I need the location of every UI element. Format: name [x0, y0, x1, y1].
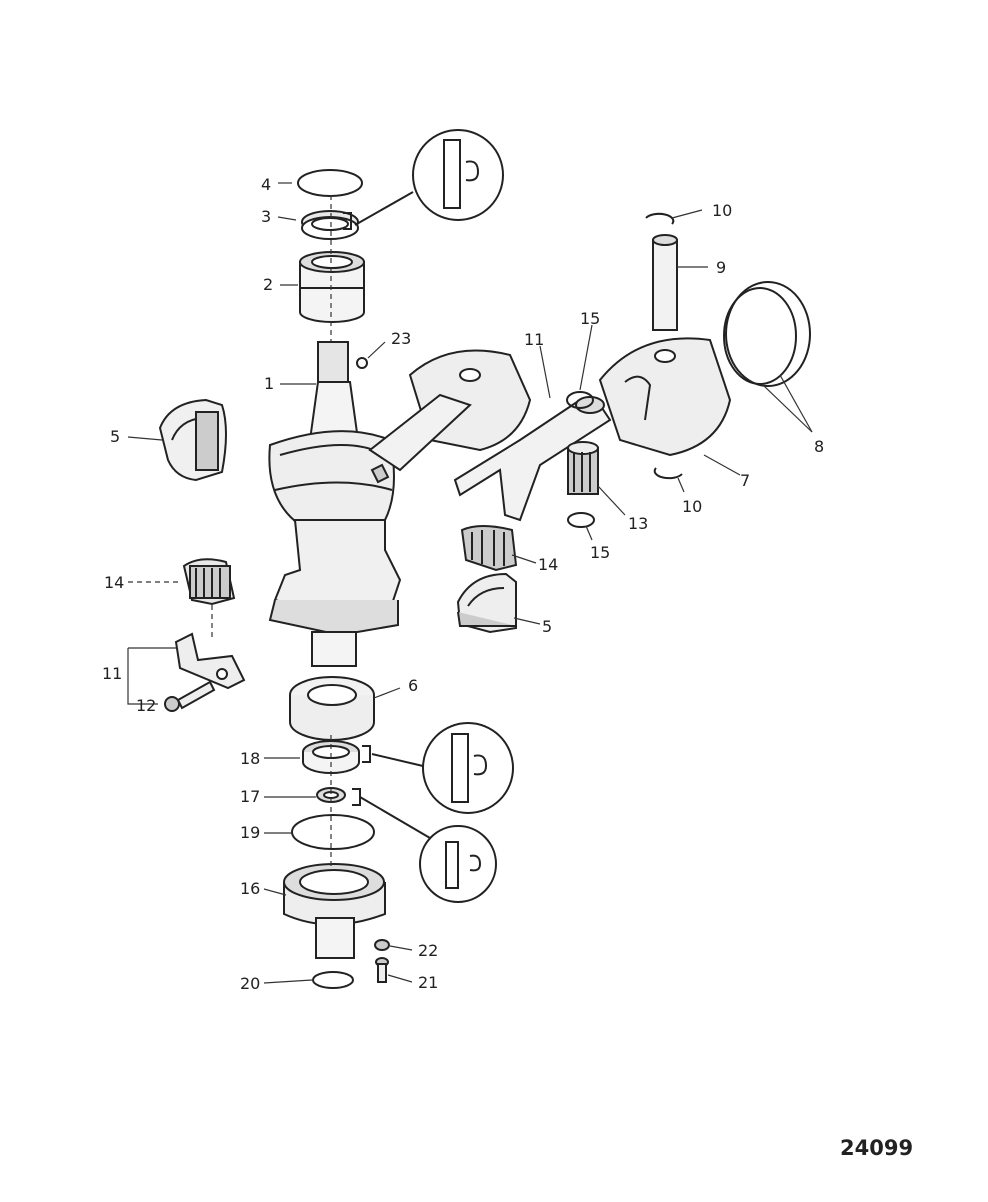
retainer-10-bottom: [653, 467, 683, 480]
washer-22: [374, 939, 390, 951]
thrust-washer-15-top: [566, 391, 594, 409]
callout-19: 19: [240, 823, 260, 842]
detail-circle-sealant-17: [352, 788, 497, 903]
callout-21: 21: [418, 973, 438, 992]
bearing-cage-5-right: [456, 572, 517, 634]
callout-1: 1: [264, 374, 274, 393]
callout-16: 16: [240, 879, 260, 898]
callout-8: 8: [814, 437, 824, 456]
figure-number: 24099: [840, 1136, 913, 1160]
oil-seal-17: [316, 787, 346, 803]
callout-11-left: 11: [102, 664, 122, 683]
o-ring-20: [312, 971, 354, 989]
callout-15-top: 15: [580, 309, 600, 328]
detail-circle-sealant-18: [362, 722, 514, 814]
piston-rings-8: [723, 281, 811, 387]
needle-bearing-14-left: [182, 558, 236, 606]
callout-10-top: 10: [712, 201, 732, 220]
callout-14-left: 14: [104, 573, 124, 592]
callout-20: 20: [240, 974, 260, 993]
seal-ring-3: [301, 210, 359, 240]
callout-13: 13: [628, 514, 648, 533]
callout-5-left: 5: [110, 427, 120, 446]
leader-lines: [127, 182, 813, 984]
screw-21: [375, 957, 389, 983]
needle-bearing-13: [567, 441, 599, 495]
callout-labels: 4 3 2 23 1 5 14 11 12 6 18 17 19 16 20 2…: [102, 175, 824, 993]
piston-pin-9: [652, 234, 678, 331]
callout-18: 18: [240, 749, 260, 768]
callout-12: 12: [136, 696, 156, 715]
retainer-10-top: [645, 212, 675, 225]
crankshaft-1: [268, 341, 402, 667]
end-cap-16: [283, 863, 386, 959]
callout-23: 23: [391, 329, 411, 348]
callout-7: 7: [740, 471, 750, 490]
thrust-washer-15-bottom: [567, 512, 595, 528]
callout-11-right: 11: [524, 330, 544, 349]
bearing-cage-5-left: [158, 398, 227, 482]
connecting-rod-11-right: [453, 396, 612, 522]
o-ring-19: [291, 814, 375, 850]
callout-15-bottom: 15: [590, 543, 610, 562]
callout-3: 3: [261, 207, 271, 226]
callout-5-right: 5: [542, 617, 552, 636]
callout-14-right: 14: [538, 555, 558, 574]
callout-17: 17: [240, 787, 260, 806]
rod-cap-11-left: [174, 632, 246, 690]
needle-bearing-14-right: [460, 525, 518, 572]
callout-2: 2: [263, 275, 273, 294]
detail-circle-sealant-top: [343, 129, 504, 230]
callout-22: 22: [418, 941, 438, 960]
rod-bolt-12: [164, 680, 216, 712]
piston-assembly-upper: [368, 349, 532, 472]
upper-bearing-2: [299, 251, 365, 323]
o-ring-4: [297, 169, 363, 197]
bracket-11-12: [127, 648, 158, 705]
callout-9: 9: [716, 258, 726, 277]
callout-4: 4: [261, 175, 271, 194]
piston-7: [598, 337, 732, 457]
callout-6: 6: [408, 676, 418, 695]
callout-10-bottom: 10: [682, 497, 702, 516]
ball-bearing-6: [289, 676, 375, 741]
woodruff-key-23: [356, 357, 368, 369]
